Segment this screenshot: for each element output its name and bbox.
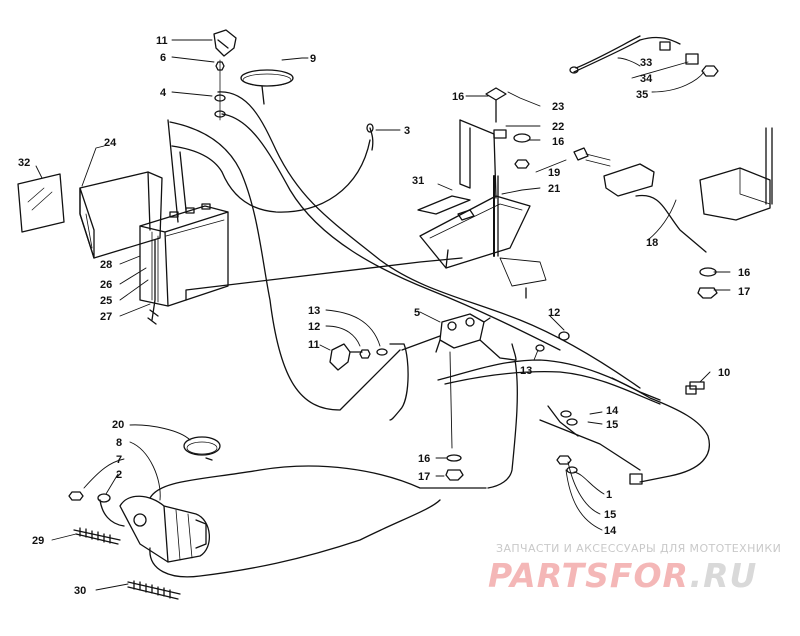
callout-17: 17: [418, 471, 430, 483]
watermark-tagline: ЗАПЧАСТИ И АКСЕССУАРЫ ДЛЯ МОТОТЕХНИКИ: [496, 542, 782, 555]
callout-11: 11: [308, 339, 320, 351]
starter-motor: [119, 495, 210, 563]
callout-11: 11: [156, 35, 168, 47]
callout-5: 5: [414, 307, 420, 319]
callout-31: 31: [412, 175, 424, 187]
callout-24: 24: [104, 137, 117, 149]
callout-35: 35: [636, 89, 648, 101]
callout-28: 28: [100, 259, 112, 271]
callout-21: 21: [548, 183, 560, 195]
callout-15: 15: [604, 509, 616, 521]
callout-19: 19: [548, 167, 560, 179]
callout-13: 13: [308, 305, 320, 317]
callout-16: 16: [552, 136, 564, 148]
callout-labels: 11 6 9 4 3 24 32 28 26 25 27 33 34 35 16…: [18, 35, 750, 597]
starter-cable: [149, 465, 487, 499]
battery-bracket: [419, 119, 531, 269]
callout-4: 4: [160, 87, 167, 99]
callout-16: 16: [418, 453, 430, 465]
mount-bolt: [573, 147, 611, 167]
callout-30: 30: [74, 585, 86, 597]
battery-strap: [167, 119, 179, 223]
battery-cable-negative: [171, 139, 371, 213]
callout-29: 29: [32, 535, 44, 547]
callout-34: 34: [640, 73, 653, 85]
callout-12: 12: [548, 307, 560, 319]
wing-nut: [485, 87, 507, 101]
wiring-harness: [569, 35, 719, 77]
support-bracket: [603, 127, 773, 253]
battery-pad: [17, 173, 65, 233]
harness-connector: [629, 473, 643, 485]
battery-cable-positive: [169, 121, 401, 411]
callout-2: 2: [116, 469, 122, 481]
starter-solenoid: [435, 313, 491, 449]
wire-loom-short: [73, 527, 121, 545]
leader-lines: [35, 39, 731, 591]
callout-33: 33: [640, 57, 652, 69]
callout-13: 13: [520, 365, 532, 377]
callout-16: 16: [738, 267, 750, 279]
terminal-boot-lower: [329, 343, 363, 371]
callout-20: 20: [112, 419, 124, 431]
solenoid-cable-left: [389, 343, 409, 421]
callout-1: 1: [606, 489, 612, 501]
callout-8: 8: [116, 437, 122, 449]
battery-cover: [79, 171, 163, 259]
ring-terminal: [366, 123, 374, 151]
main-harness: [437, 359, 710, 483]
callout-9: 9: [310, 53, 316, 65]
watermark-logo: PARTSFOR.RU: [488, 556, 757, 595]
cable-clamp-lower: [183, 436, 221, 461]
watermark-logo-main: PARTSFOR: [488, 556, 690, 595]
callout-14: 14: [606, 405, 619, 417]
callout-15: 15: [606, 419, 618, 431]
callout-16: 16: [452, 91, 464, 103]
callout-7: 7: [116, 454, 122, 466]
battery: [139, 203, 229, 307]
vent-tube: [147, 239, 159, 325]
callout-26: 26: [100, 279, 112, 291]
callout-10: 10: [718, 367, 730, 379]
solenoid-cable-right: [479, 339, 518, 489]
callout-23: 23: [552, 101, 564, 113]
callout-12: 12: [308, 321, 320, 333]
callout-25: 25: [100, 295, 112, 307]
callout-3: 3: [404, 125, 410, 137]
wire-loom-long: [127, 580, 181, 600]
callout-17: 17: [738, 286, 750, 298]
hold-down-rod: [185, 257, 463, 301]
callout-14: 14: [604, 525, 617, 537]
terminal-boot: [213, 29, 237, 57]
cable-clamp: [240, 69, 294, 105]
bracket-pad: [417, 195, 471, 215]
callout-6: 6: [160, 52, 166, 64]
callout-18: 18: [646, 237, 658, 249]
callout-27: 27: [100, 311, 112, 323]
plug: [689, 381, 705, 390]
nut: [215, 61, 225, 71]
watermark-logo-tld: .RU: [689, 556, 758, 595]
callout-22: 22: [552, 121, 564, 133]
mount-plate: [499, 257, 547, 299]
callout-32: 32: [18, 157, 30, 169]
